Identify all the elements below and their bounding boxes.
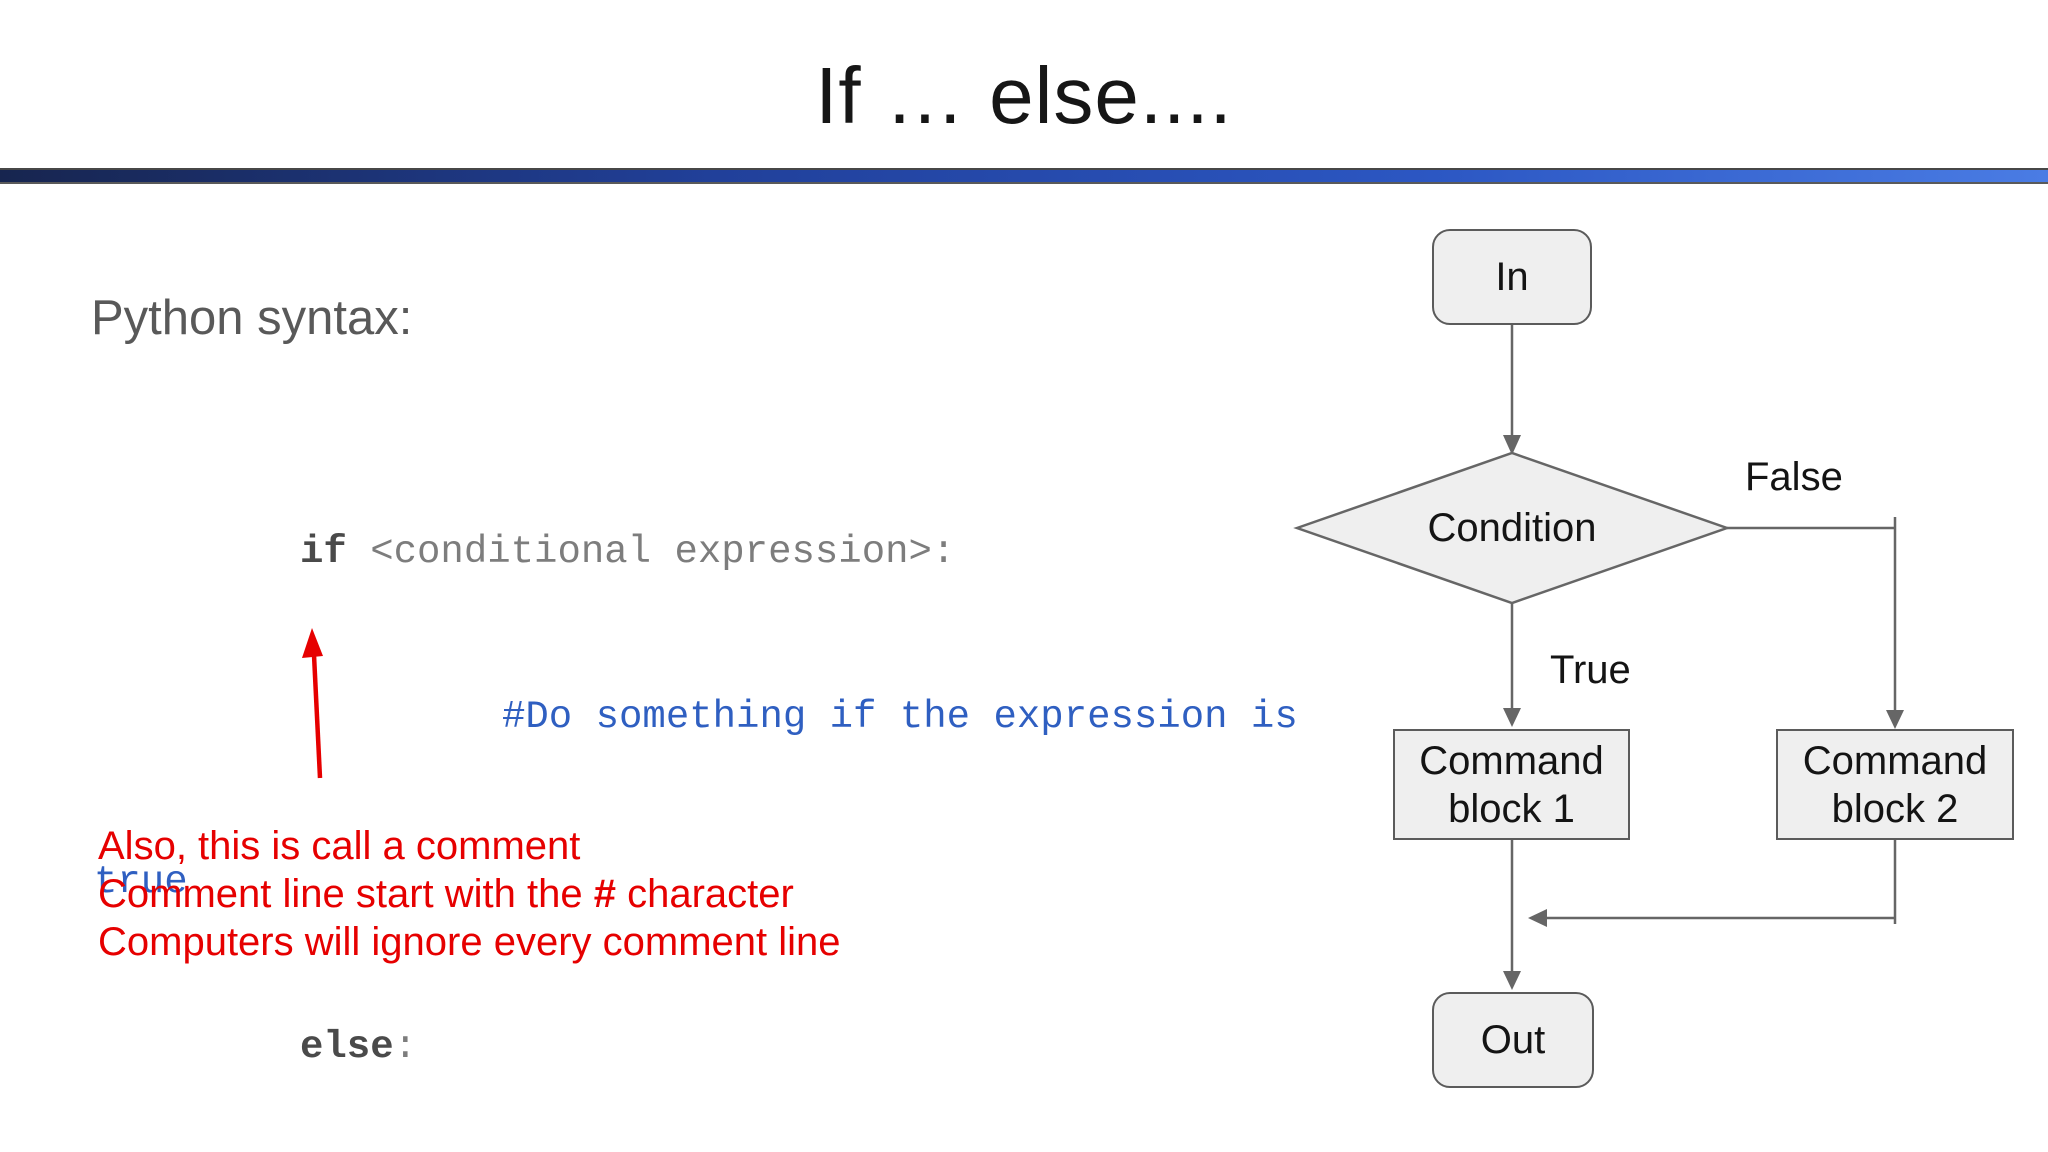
node-in: In <box>1432 229 1592 325</box>
code-comment-text: #Do something if the expression is <box>502 695 1298 739</box>
label-false: False <box>1745 455 1843 499</box>
annotation-line-3: Computers will ignore every comment line <box>98 920 841 964</box>
node-condition-label: Condition <box>1427 506 1597 550</box>
code-line-if: if <conditional expression>: <box>94 525 1354 580</box>
node-out: Out <box>1432 992 1594 1088</box>
label-true: True <box>1550 648 1631 692</box>
node-out-label: Out <box>1480 1017 1546 1062</box>
code-line-comment-1: #Do something if the expression is <box>94 690 1354 745</box>
code-keyword-if: if <box>300 530 347 574</box>
block2-line1: Command <box>1802 738 1988 783</box>
arrowhead-block1 <box>1503 708 1521 727</box>
code-line-true: true <box>94 855 1354 910</box>
hash-character: # <box>593 872 616 916</box>
code-else-colon: : <box>393 1025 418 1069</box>
code-line-else: else: <box>94 1020 1354 1075</box>
arrowhead-join <box>1528 909 1547 927</box>
comment-annotation: Also, this is call a comment Comment lin… <box>98 822 841 966</box>
code-conditional-expression: <conditional expression>: <box>346 530 956 574</box>
arrowhead-condition <box>1503 435 1521 455</box>
node-command-block-2: Command block 2 <box>1776 729 2014 840</box>
annotation-line-2: Comment line start with the # character <box>98 870 841 918</box>
arrowhead-block2 <box>1886 710 1904 729</box>
title-divider <box>0 168 2048 184</box>
block2-line2: block 2 <box>1831 786 1959 831</box>
python-syntax-label: Python syntax: <box>91 291 413 345</box>
node-command-block-2-label: Command block 2 <box>1803 737 1988 833</box>
annotation-line-2-after: character <box>616 872 794 916</box>
node-in-label: In <box>1495 254 1529 299</box>
annotation-line-1: Also, this is call a comment <box>98 824 581 868</box>
block1-line2: block 1 <box>1448 786 1575 831</box>
code-block: if <conditional expression>: #Do somethi… <box>94 415 1354 1152</box>
node-command-block-1-label: Command block 1 <box>1419 737 1604 833</box>
arrowhead-out <box>1503 971 1521 990</box>
code-wrapped-true: true <box>94 860 188 904</box>
block1-line1: Command <box>1419 738 1604 783</box>
code-keyword-else: else <box>300 1025 394 1069</box>
annotation-line-2-before: Comment line start with the <box>98 872 594 916</box>
slide-title: If … else.... <box>815 51 1233 140</box>
node-command-block-1: Command block 1 <box>1393 729 1630 840</box>
